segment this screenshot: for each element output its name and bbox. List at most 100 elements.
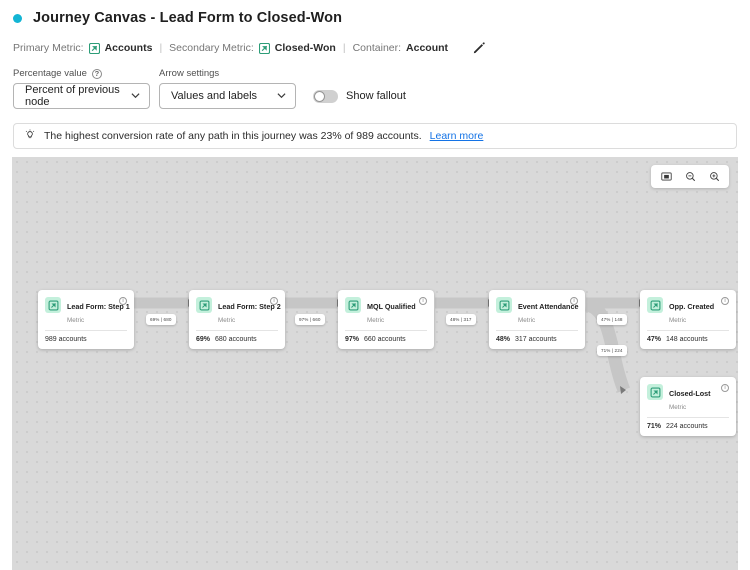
node-footer: 71% 224 accounts: [647, 418, 729, 436]
node-footer: 47% 148 accounts: [647, 331, 729, 349]
node-footer: 97% 660 accounts: [345, 331, 427, 349]
arrow-label: 97% | 660: [295, 314, 325, 325]
node-subtitle: Metric: [367, 317, 385, 324]
node-percent: 69%: [196, 336, 211, 343]
insight-banner: The highest conversion rate of any path …: [13, 123, 737, 149]
zoom-out-icon[interactable]: [679, 167, 701, 187]
node-percent: 48%: [496, 336, 511, 343]
secondary-metric-value: Closed-Won: [274, 42, 336, 54]
node-divider: [345, 330, 427, 331]
node-title: Opp. Created: [669, 302, 715, 311]
canvas-zoom-controls: [651, 165, 729, 188]
primary-metric-value: Accounts: [104, 42, 153, 54]
info-icon[interactable]: i: [119, 297, 127, 305]
percentage-value-select[interactable]: Percent of previous node: [13, 83, 150, 109]
chevron-down-icon: [277, 90, 286, 102]
arrow-settings-label: Arrow settings: [159, 68, 220, 79]
arrow-settings-selected: Values and labels: [171, 90, 258, 102]
arrow-settings-label-row: Arrow settings: [159, 68, 296, 79]
info-icon[interactable]: i: [419, 297, 427, 305]
node-divider: [196, 330, 278, 331]
node-subtitle: Metric: [67, 317, 85, 324]
node-step-icon: [345, 297, 361, 313]
node-step-icon: [647, 297, 663, 313]
node-percent: 47%: [647, 336, 662, 343]
node-accounts: 224 accounts: [666, 423, 708, 430]
node-divider: [496, 330, 578, 331]
info-icon[interactable]: i: [721, 297, 729, 305]
node-step-icon: [45, 297, 61, 313]
show-fallout-label: Show fallout: [346, 90, 406, 102]
node-divider: [647, 330, 729, 331]
metric-summary-bar: Primary Metric: Accounts | Secondary Met…: [0, 26, 750, 56]
arrow-settings-field: Arrow settings Values and labels: [159, 68, 296, 109]
node-step-icon: [196, 297, 212, 313]
node-percent: 97%: [345, 336, 360, 343]
node-title: Closed-Lost: [669, 389, 711, 398]
info-icon[interactable]: i: [270, 297, 278, 305]
status-dot-icon: [13, 13, 22, 23]
node-accounts: 989 accounts: [45, 336, 87, 343]
node-step-icon: [647, 384, 663, 400]
node-subtitle: Metric: [669, 317, 687, 324]
node-title: MQL Qualified: [367, 302, 416, 311]
secondary-metric-label: Secondary Metric:: [169, 42, 254, 54]
arrow-settings-select[interactable]: Values and labels: [159, 83, 296, 109]
percentage-value-label: Percentage value: [13, 68, 87, 79]
show-fallout-toggle-group: Show fallout: [313, 83, 406, 109]
percentage-value-label-row: Percentage value ?: [13, 68, 150, 79]
fit-to-screen-icon[interactable]: [655, 167, 677, 187]
metric-icon: [88, 42, 100, 54]
node-accounts: 660 accounts: [364, 336, 406, 343]
container-value: Account: [406, 42, 449, 54]
info-icon[interactable]: i: [721, 384, 729, 392]
show-fallout-toggle[interactable]: [313, 89, 338, 103]
node-step-icon: [496, 297, 512, 313]
node-footer: 48% 317 accounts: [496, 331, 578, 349]
node-subtitle: Metric: [518, 317, 536, 324]
controls-row: Percentage value ? Percent of previous n…: [0, 56, 750, 109]
info-icon[interactable]: i: [570, 297, 578, 305]
page-title: Journey Canvas - Lead Form to Closed-Won: [33, 10, 343, 26]
toggle-knob: [314, 90, 325, 102]
node-footer: 69% 680 accounts: [196, 331, 278, 349]
node-divider: [45, 330, 127, 331]
container-label: Container:: [352, 42, 402, 54]
node-percent: 71%: [647, 423, 662, 430]
node-subtitle: Metric: [218, 317, 236, 324]
node-accounts: 148 accounts: [666, 336, 708, 343]
lightbulb-icon: [24, 129, 36, 144]
arrow-label: 71% | 224: [597, 345, 627, 356]
node-accounts: 680 accounts: [215, 336, 257, 343]
node-accounts: 317 accounts: [515, 336, 557, 343]
node-divider: [647, 417, 729, 418]
pencil-icon[interactable]: [471, 40, 487, 56]
arrow-label: 69% | 680: [146, 314, 176, 325]
help-icon[interactable]: ?: [91, 68, 102, 79]
node-title: Event Attendance: [518, 302, 579, 311]
node-subtitle: Metric: [669, 404, 687, 411]
page-header: Journey Canvas - Lead Form to Closed-Won: [0, 0, 750, 26]
insight-text: The highest conversion rate of any path …: [44, 130, 422, 142]
learn-more-link[interactable]: Learn more: [429, 130, 484, 142]
percentage-value-selected: Percent of previous node: [25, 84, 120, 108]
percentage-value-field: Percentage value ? Percent of previous n…: [13, 68, 150, 109]
arrow-label: 48% | 317: [446, 314, 476, 325]
metric-icon: [258, 42, 270, 54]
primary-metric-label: Primary Metric:: [13, 42, 84, 54]
meta-separator-1: |: [159, 42, 163, 54]
meta-separator-2: |: [342, 42, 346, 54]
chevron-down-icon: [131, 90, 140, 102]
zoom-in-icon[interactable]: [703, 167, 725, 187]
